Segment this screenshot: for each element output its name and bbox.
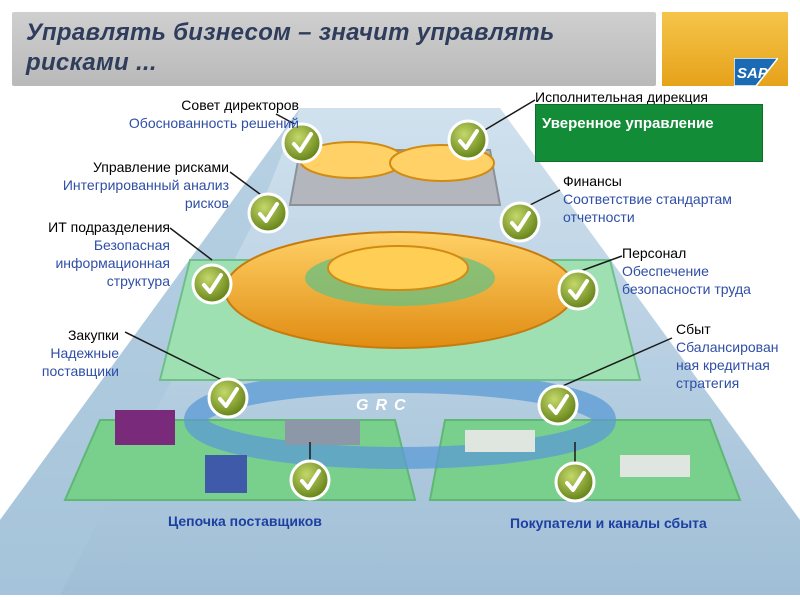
finance-subtitle-2: отчетности	[563, 209, 635, 225]
badge-staff-check-icon	[557, 269, 599, 311]
label-purchase: Закупки Надежные поставщики	[10, 326, 119, 380]
sales-subtitle-3: стратегия	[676, 375, 740, 391]
label-it: ИТ подразделения Безопасная информационн…	[10, 218, 170, 290]
page-title: Управлять бизнесом – значит управлять ри…	[26, 19, 555, 76]
finance-subtitle-1: Соответствие стандартам	[563, 191, 732, 207]
executive-box-text: Уверенное управление	[542, 115, 714, 132]
office-building	[205, 455, 247, 493]
risk-subtitle-1: Интегрированный анализ	[62, 177, 229, 193]
grc-label: GRC	[356, 397, 413, 414]
sap-logo: SAP	[734, 58, 778, 86]
badge-executive-check-icon	[447, 119, 489, 161]
sales-subtitle-2: ная кредитная	[676, 357, 770, 373]
pyramid-left-face	[0, 108, 300, 595]
staff-title: Персонал	[622, 245, 687, 261]
warehouse-building	[285, 420, 360, 445]
purchase-title: Закупки	[67, 327, 119, 343]
check-badges	[191, 119, 599, 503]
it-subtitle-2: информационная	[55, 255, 170, 271]
sales-title: Сбыт	[676, 321, 711, 337]
badge-sales-check-icon	[537, 384, 579, 426]
staff-subtitle-1: Обеспечение	[622, 263, 709, 279]
supply-chain-label: Цепочка поставщиков	[168, 513, 322, 529]
purchase-subtitle-1: Надежные	[50, 345, 119, 361]
it-subtitle-1: Безопасная	[93, 237, 170, 253]
purchase-subtitle-2: поставщики	[41, 363, 119, 379]
badge-finance-check-icon	[499, 201, 541, 243]
logo-text: SAP	[737, 65, 769, 82]
customers-label: Покупатели и каналы сбыта	[510, 515, 707, 531]
sales-subtitle-1: Сбалансирован	[676, 339, 779, 355]
badge-risk-check-icon	[247, 192, 289, 234]
badge-supply-check-icon	[289, 459, 331, 501]
shop-building-1	[465, 430, 535, 452]
executive-box: Уверенное управление	[535, 104, 763, 162]
title-bar: Управлять бизнесом – значит управлять ри…	[12, 12, 656, 86]
risk-title: Управление рисками	[93, 159, 229, 175]
badge-customers-check-icon	[554, 461, 596, 503]
badge-board-check-icon	[281, 122, 323, 164]
badge-purchase-check-icon	[207, 377, 249, 419]
badge-it-check-icon	[191, 263, 233, 305]
shop-building-2	[620, 455, 690, 477]
it-title: ИТ подразделения	[48, 219, 170, 235]
label-staff: Персонал Обеспечение безопасности труда	[622, 244, 792, 298]
label-sales: Сбыт Сбалансирован ная кредитная стратег…	[676, 320, 796, 392]
it-subtitle-3: структура	[106, 273, 170, 289]
board-subtitle: Обоснованность решений	[128, 115, 299, 131]
label-executive: Исполнительная дирекция	[535, 88, 765, 106]
factory-building	[115, 410, 175, 445]
executive-title: Исполнительная дирекция	[535, 89, 708, 105]
label-risk: Управление рисками Интегрированный анали…	[20, 158, 229, 212]
staff-subtitle-2: безопасности труда	[622, 281, 751, 297]
risk-subtitle-2: рисков	[184, 195, 229, 211]
label-board: Совет директоров Обоснованность решений	[55, 96, 299, 132]
logo-background	[662, 12, 788, 86]
label-finance: Финансы Соответствие стандартам отчетнос…	[563, 172, 793, 226]
top-disc	[327, 245, 469, 291]
board-title: Совет директоров	[181, 97, 299, 113]
finance-title: Финансы	[563, 173, 622, 189]
grc-flow-ring	[184, 371, 616, 469]
